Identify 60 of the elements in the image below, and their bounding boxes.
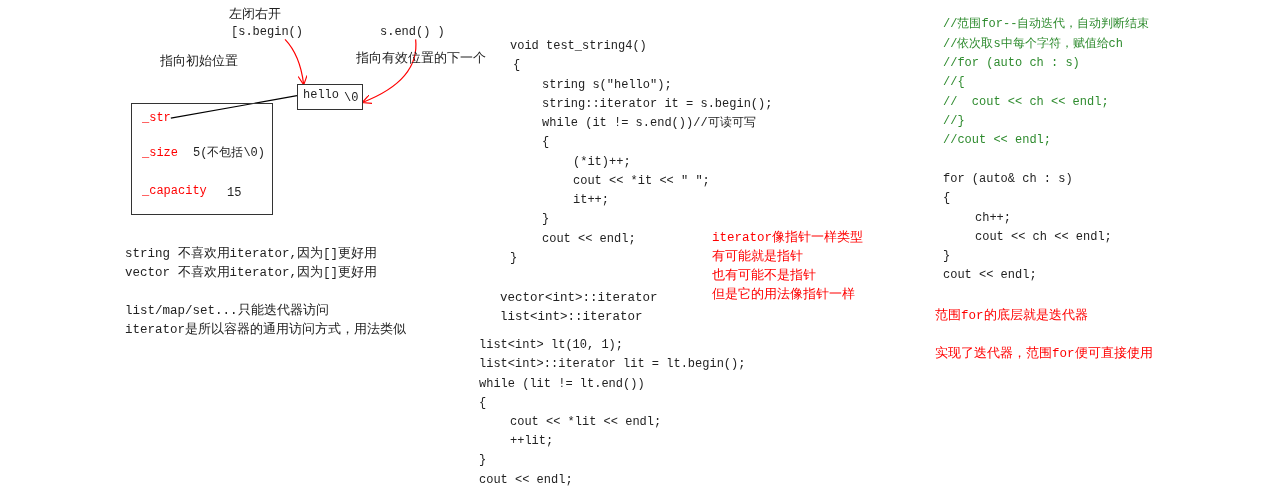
code-line: } [479,453,487,468]
code-line: { [479,396,487,411]
note-text: vector<int>::iterator [500,291,658,306]
member-name: _str [142,111,171,126]
note-text: 但是它的用法像指针一样 [712,288,855,303]
code-line: cout << endl; [542,232,636,247]
code-line: ++lit; [510,434,554,449]
note-text: string 不喜欢用iterator,因为[]更好用 [125,247,378,262]
code-line: cout << ch << endl; [975,230,1112,245]
code-line: cout << endl; [479,473,573,488]
code-line: ch++; [975,211,1011,226]
struct-box [131,103,273,215]
code-line: list<int>::iterator lit = lt.begin(); [479,357,746,372]
note-text: iterator像指针一样类型 [712,231,863,246]
heading-text: 左闭右开 [229,6,281,22]
code-line: it++; [573,193,609,208]
member-value: 5(不包括\0) [193,146,265,161]
comment-line: //for (auto ch : s) [943,56,1080,71]
note-text: iterator是所以容器的通用访问方式，用法类似 [125,323,406,338]
note-text: vector 不喜欢用iterator,因为[]更好用 [125,266,378,281]
code-line: while (it != s.end())//可读可写 [542,116,756,131]
member-name: _size [142,146,178,161]
note-text: 有可能就是指针 [712,250,803,265]
terminator-text: \0 [344,91,359,106]
comment-line: //{ [943,75,965,90]
note-text: list<int>::iterator [500,310,643,325]
code-line: cout << *it << " "; [573,174,710,189]
note-text: 也有可能不是指针 [712,269,816,284]
note-text: 范围for的底层就是迭代器 [935,309,1088,324]
code-line: { [542,135,550,150]
code-line: list<int> lt(10, 1); [479,338,624,353]
code-line: cout << endl; [943,268,1037,283]
comment-line: //依次取s中每个字符，赋值给ch [943,37,1123,52]
member-name: _capacity [142,184,207,199]
arrow [284,38,308,86]
code-line: while (lit != lt.end()) [479,377,645,392]
note-text: 实现了迭代器，范围for便可直接使用 [935,347,1153,362]
code-line: { [513,58,521,73]
code-line: } [542,212,550,227]
note-text: list/map/set...只能迭代器访问 [125,304,329,319]
string-buffer-box [297,84,363,110]
member-value: 15 [227,186,242,201]
code-line: } [510,251,518,266]
code-text: [s.begin() [231,25,303,40]
code-text: s.end() ) [380,25,445,40]
code-line: cout << *lit << endl; [510,415,662,430]
arrow [361,38,417,104]
comment-line: // cout << ch << endl; [943,95,1109,110]
code-line: void test_string4() [510,39,647,54]
code-line: (*it)++; [573,155,631,170]
code-line: string s("hello"); [542,78,672,93]
comment-line: //范围for--自动迭代，自动判断结束 [943,17,1150,32]
code-line: for (auto& ch : s) [943,172,1073,187]
code-line: string::iterator it = s.begin(); [542,97,773,112]
annotation-text: 指向初始位置 [160,53,238,69]
comment-line: //} [943,114,965,129]
string-text: hello [303,88,339,103]
comment-line: //cout << endl; [943,133,1052,148]
code-line: } [943,249,951,264]
code-line: { [943,191,951,206]
